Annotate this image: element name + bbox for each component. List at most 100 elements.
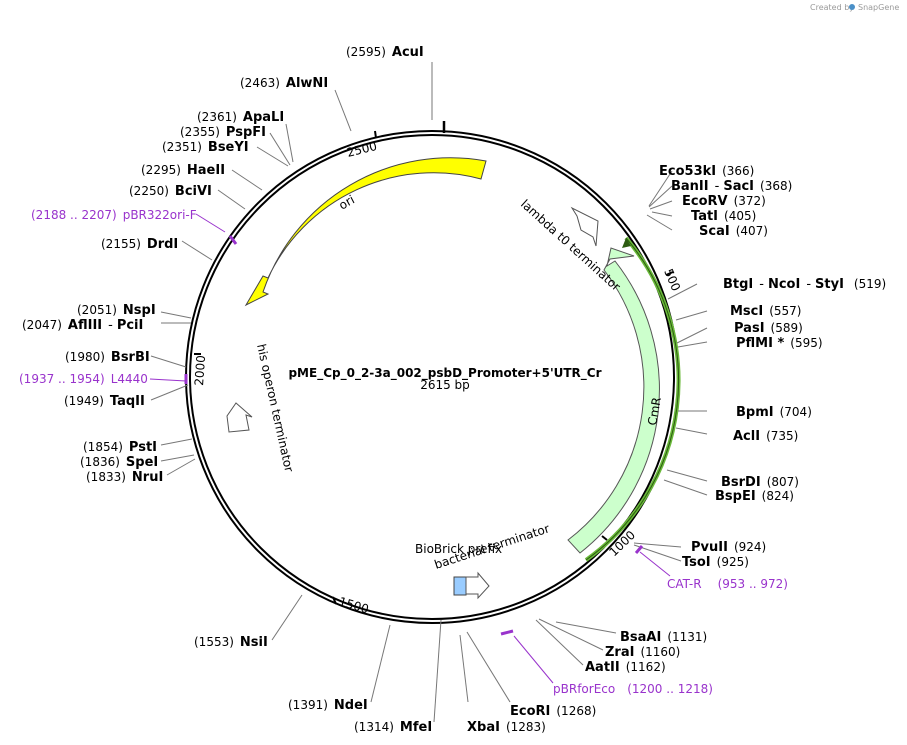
site-nrui[interactable]: (1833)NruI xyxy=(86,470,163,485)
site-bsrbi[interactable]: (1980)BsrBI xyxy=(65,350,150,365)
site-nspi[interactable]: (2051)NspI xyxy=(77,303,156,318)
site-ecorv[interactable]: EcoRV(372) xyxy=(682,194,766,209)
primer-bar-cat-r xyxy=(634,545,644,554)
his-terminator-label: his operon terminator xyxy=(254,343,296,474)
leader-mfei xyxy=(433,619,442,723)
leader-ecorv xyxy=(649,200,673,210)
leader-aatii xyxy=(535,619,584,666)
site-scai[interactable]: ScaI(407) xyxy=(699,224,768,239)
site-pspfi[interactable]: (2355)PspFI xyxy=(180,125,266,140)
plasmid-size: 2615 bp xyxy=(420,378,470,392)
leader-xbai xyxy=(459,634,469,703)
site-alwni[interactable]: (2463)AlwNI xyxy=(240,76,328,91)
lambda-terminator-arrow xyxy=(570,206,599,247)
leader-nrui xyxy=(166,458,196,476)
leader-lines xyxy=(150,62,708,723)
leader-nspi xyxy=(160,311,192,319)
snapgene-logo-icon xyxy=(849,4,855,10)
site-psti[interactable]: (1854)PstI xyxy=(83,440,157,455)
site-spei[interactable]: (1836)SpeI xyxy=(80,455,158,470)
created-by-text: Created by xyxy=(810,3,854,12)
primer-pbr322ori-f[interactable]: (2188 .. 2207)pBR322ori-F xyxy=(31,208,197,222)
site-zrai[interactable]: ZraI(1160) xyxy=(605,645,680,660)
site-haeii[interactable]: (2295)HaeII xyxy=(141,163,225,178)
site-mfei[interactable]: (1314)MfeI xyxy=(354,720,432,735)
site-pvuii[interactable]: PvuII(924) xyxy=(691,540,766,555)
leader-taqii xyxy=(150,384,189,401)
leader-ndei xyxy=(370,624,391,703)
primer-bars xyxy=(184,235,644,636)
leader-msci xyxy=(675,310,708,321)
his-terminator-arrow xyxy=(226,402,253,433)
site-bpmi[interactable]: BpmI(704) xyxy=(736,405,812,420)
site-aatii[interactable]: AatII(1162) xyxy=(585,660,666,675)
site-taqii[interactable]: (1949)TaqII xyxy=(64,394,145,409)
site-msci[interactable]: MscI(557) xyxy=(730,304,802,319)
biobrick-prefix-label: BioBrick prefix xyxy=(415,542,502,556)
leader-tati xyxy=(651,211,673,217)
site-bsaai[interactable]: BsaAI(1131) xyxy=(620,630,707,645)
leader-bcivi xyxy=(217,189,246,210)
primer-pbrforeco[interactable]: pBRforEco(1200 .. 1218) xyxy=(553,682,713,696)
tick-label-500: 500 xyxy=(661,267,683,294)
cmr-feature-arrow xyxy=(567,247,660,554)
snapgene-brand-text: SnapGene xyxy=(858,3,899,12)
leader-pasi xyxy=(676,327,708,344)
leader-ecori xyxy=(466,631,511,703)
site-btgi-ncoi-styi[interactable]: BtgI-NcoI-StyI(519) xyxy=(723,277,886,292)
leader-bseyi xyxy=(256,146,289,167)
site-afliii-pcii[interactable]: (2047)AflIII-PciI xyxy=(22,318,143,333)
tick-label-2000: 2000 xyxy=(192,355,208,386)
leader-bsrdi xyxy=(666,469,708,482)
leader-acli xyxy=(675,427,708,435)
primer-bar-pbr322ori-f xyxy=(228,235,238,245)
site-bspei[interactable]: BspEI(824) xyxy=(715,489,794,504)
leader-banii xyxy=(648,185,673,208)
site-acli[interactable]: AclI(735) xyxy=(733,429,798,444)
site-tsoi[interactable]: TsoI(925) xyxy=(682,555,749,570)
tick-label-2500: 2500 xyxy=(345,139,378,160)
site-pflmi[interactable]: PflMI *(595) xyxy=(736,336,823,351)
site-eco53ki[interactable]: Eco53kI(366) xyxy=(659,164,754,179)
primer-l4440[interactable]: (1937 .. 1954)L4440 xyxy=(19,372,148,386)
leader-drdi xyxy=(181,240,213,261)
leader-bspei xyxy=(663,479,708,496)
site-labels: (2595)AcuI (2463)AlwNI (2361)ApaLI (2355… xyxy=(22,45,886,735)
leader-apali xyxy=(285,123,294,163)
cmr-orf-center xyxy=(585,237,680,561)
bacterial-terminator-arrow xyxy=(465,571,490,600)
site-xbai[interactable]: XbaI(1283) xyxy=(467,720,546,735)
biobrick-prefix-box xyxy=(453,576,467,596)
tick-label-1000: 1000 xyxy=(606,528,638,559)
site-banii-saci[interactable]: BanII-SacI(368) xyxy=(671,179,792,194)
leader-bsrbi xyxy=(150,355,187,368)
leader-bsaai xyxy=(555,621,617,634)
site-ecori[interactable]: EcoRI(1268) xyxy=(510,704,596,719)
leader-spei xyxy=(160,454,195,462)
ori-feature-label: ori xyxy=(336,192,357,212)
site-pasi[interactable]: PasI(589) xyxy=(734,321,803,336)
site-apali[interactable]: (2361)ApaLI xyxy=(197,110,284,125)
tick-500 xyxy=(665,271,674,276)
site-ndei[interactable]: (1391)NdeI xyxy=(288,698,368,713)
primer-bar-pbrforeco xyxy=(500,629,514,636)
leader-btgi xyxy=(667,283,698,300)
leader-haeii xyxy=(231,169,263,191)
site-bsrdi[interactable]: BsrDI(807) xyxy=(721,475,799,490)
leader-psti xyxy=(160,438,193,446)
leader-cat-r xyxy=(639,551,671,577)
site-tati[interactable]: TatI(405) xyxy=(691,209,756,224)
leader-pvuii xyxy=(633,542,682,548)
leader-pbrforeco xyxy=(513,635,554,684)
primer-cat-r[interactable]: CAT-R(953 .. 972) xyxy=(667,577,788,591)
leader-pbr322ori-f xyxy=(195,213,226,233)
tick-1000 xyxy=(601,535,608,541)
leader-l4440 xyxy=(149,378,187,382)
site-drdi[interactable]: (2155)DrdI xyxy=(101,237,178,252)
cmr-orf-arrowhead xyxy=(622,238,631,248)
site-nsii[interactable]: (1553)NsiI xyxy=(194,635,268,650)
site-bseyi[interactable]: (2351)BseYI xyxy=(162,140,249,155)
site-bcivi[interactable]: (2250)BciVI xyxy=(129,184,212,199)
leader-zrai xyxy=(538,618,604,651)
site-acui[interactable]: (2595)AcuI xyxy=(346,45,424,60)
